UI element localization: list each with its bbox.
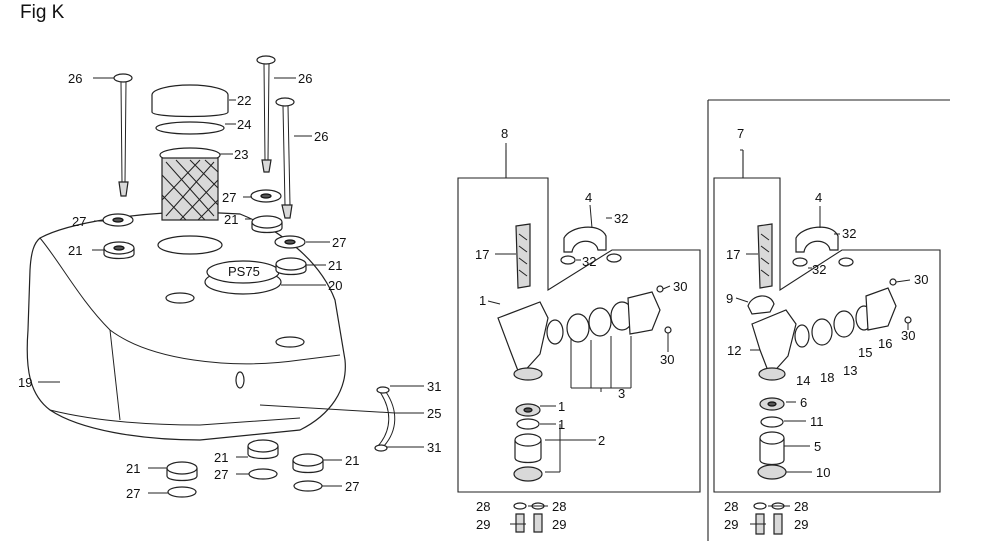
callout-5: 5 (814, 439, 821, 454)
callout-21: 21 (214, 450, 228, 465)
callout-20: 20 (328, 278, 342, 293)
callout-32: 32 (582, 254, 596, 269)
callout-27: 27 (72, 214, 86, 229)
valve-assembly-8-parts (497, 223, 672, 533)
callout-28: 28 (552, 499, 566, 514)
bolt-26-mid (256, 55, 276, 173)
callout-32: 32 (614, 211, 628, 226)
callout-17: 17 (475, 247, 489, 262)
callout-1: 1 (558, 417, 565, 432)
callout-23: 23 (234, 147, 248, 162)
callout-24: 24 (237, 117, 251, 132)
callout-27: 27 (214, 467, 228, 482)
valve-assembly-7-parts (747, 223, 912, 535)
tank-strainer (151, 84, 229, 221)
callout-31: 31 (427, 379, 441, 394)
figure-title: Fig K (20, 2, 65, 23)
callout-16: 16 (878, 336, 892, 351)
callout-29: 29 (476, 517, 490, 532)
callout-9: 9 (726, 291, 733, 306)
fuel-hose (374, 386, 396, 452)
cap-emboss-text: PS75 (228, 264, 260, 279)
callout-4: 4 (815, 190, 822, 205)
callout-32: 32 (842, 226, 856, 241)
valve-assembly-7-frame (707, 99, 950, 541)
callout-19: 19 (18, 375, 32, 390)
callout-28: 28 (794, 499, 808, 514)
callout-21: 21 (224, 212, 238, 227)
callout-11: 11 (810, 414, 824, 429)
bracket-lines-8 (540, 336, 632, 473)
callout-28: 28 (724, 499, 738, 514)
grommets-lower (166, 439, 324, 498)
callout-18: 18 (820, 370, 834, 385)
grommets-upper (102, 189, 307, 276)
callout-26: 26 (68, 71, 82, 86)
valve-assembly-8-frame (457, 150, 701, 493)
callout-30: 30 (901, 328, 915, 343)
callout-22: 22 (237, 93, 251, 108)
callout-7: 7 (737, 126, 744, 141)
callout-12: 12 (727, 343, 741, 358)
callout-14: 14 (796, 373, 810, 388)
callout-2: 2 (598, 433, 605, 448)
callout-28: 28 (476, 499, 490, 514)
callout-21: 21 (126, 461, 140, 476)
callout-29: 29 (552, 517, 566, 532)
callout-3: 3 (618, 386, 625, 401)
callout-29: 29 (794, 517, 808, 532)
callout-27: 27 (345, 479, 359, 494)
bolt-26-left (113, 73, 133, 197)
bolt-26-right (275, 97, 295, 219)
callout-26: 26 (314, 129, 328, 144)
callout-1: 1 (558, 399, 565, 414)
callout-8: 8 (501, 126, 508, 141)
callout-31: 31 (427, 440, 441, 455)
callout-10: 10 (816, 465, 830, 480)
callout-17: 17 (726, 247, 740, 262)
callout-1: 1 (479, 293, 486, 308)
callout-27: 27 (222, 190, 236, 205)
callout-labels: 26 22 24 23 26 26 27 21 27 21 27 21 20 1… (18, 71, 928, 532)
fuel-cap: PS75 (204, 260, 282, 295)
callout-21: 21 (328, 258, 342, 273)
callout-21: 21 (68, 243, 82, 258)
callout-25: 25 (427, 406, 441, 421)
callout-30: 30 (914, 272, 928, 287)
callout-21: 21 (345, 453, 359, 468)
callout-32: 32 (812, 262, 826, 277)
callout-4: 4 (585, 190, 592, 205)
leader-lines (38, 77, 911, 525)
callout-15: 15 (858, 345, 872, 360)
callout-27: 27 (126, 486, 140, 501)
callout-30: 30 (660, 352, 674, 367)
callout-29: 29 (724, 517, 738, 532)
callout-30: 30 (673, 279, 687, 294)
callout-13: 13 (843, 363, 857, 378)
callout-6: 6 (800, 395, 807, 410)
callout-26: 26 (298, 71, 312, 86)
callout-27: 27 (332, 235, 346, 250)
